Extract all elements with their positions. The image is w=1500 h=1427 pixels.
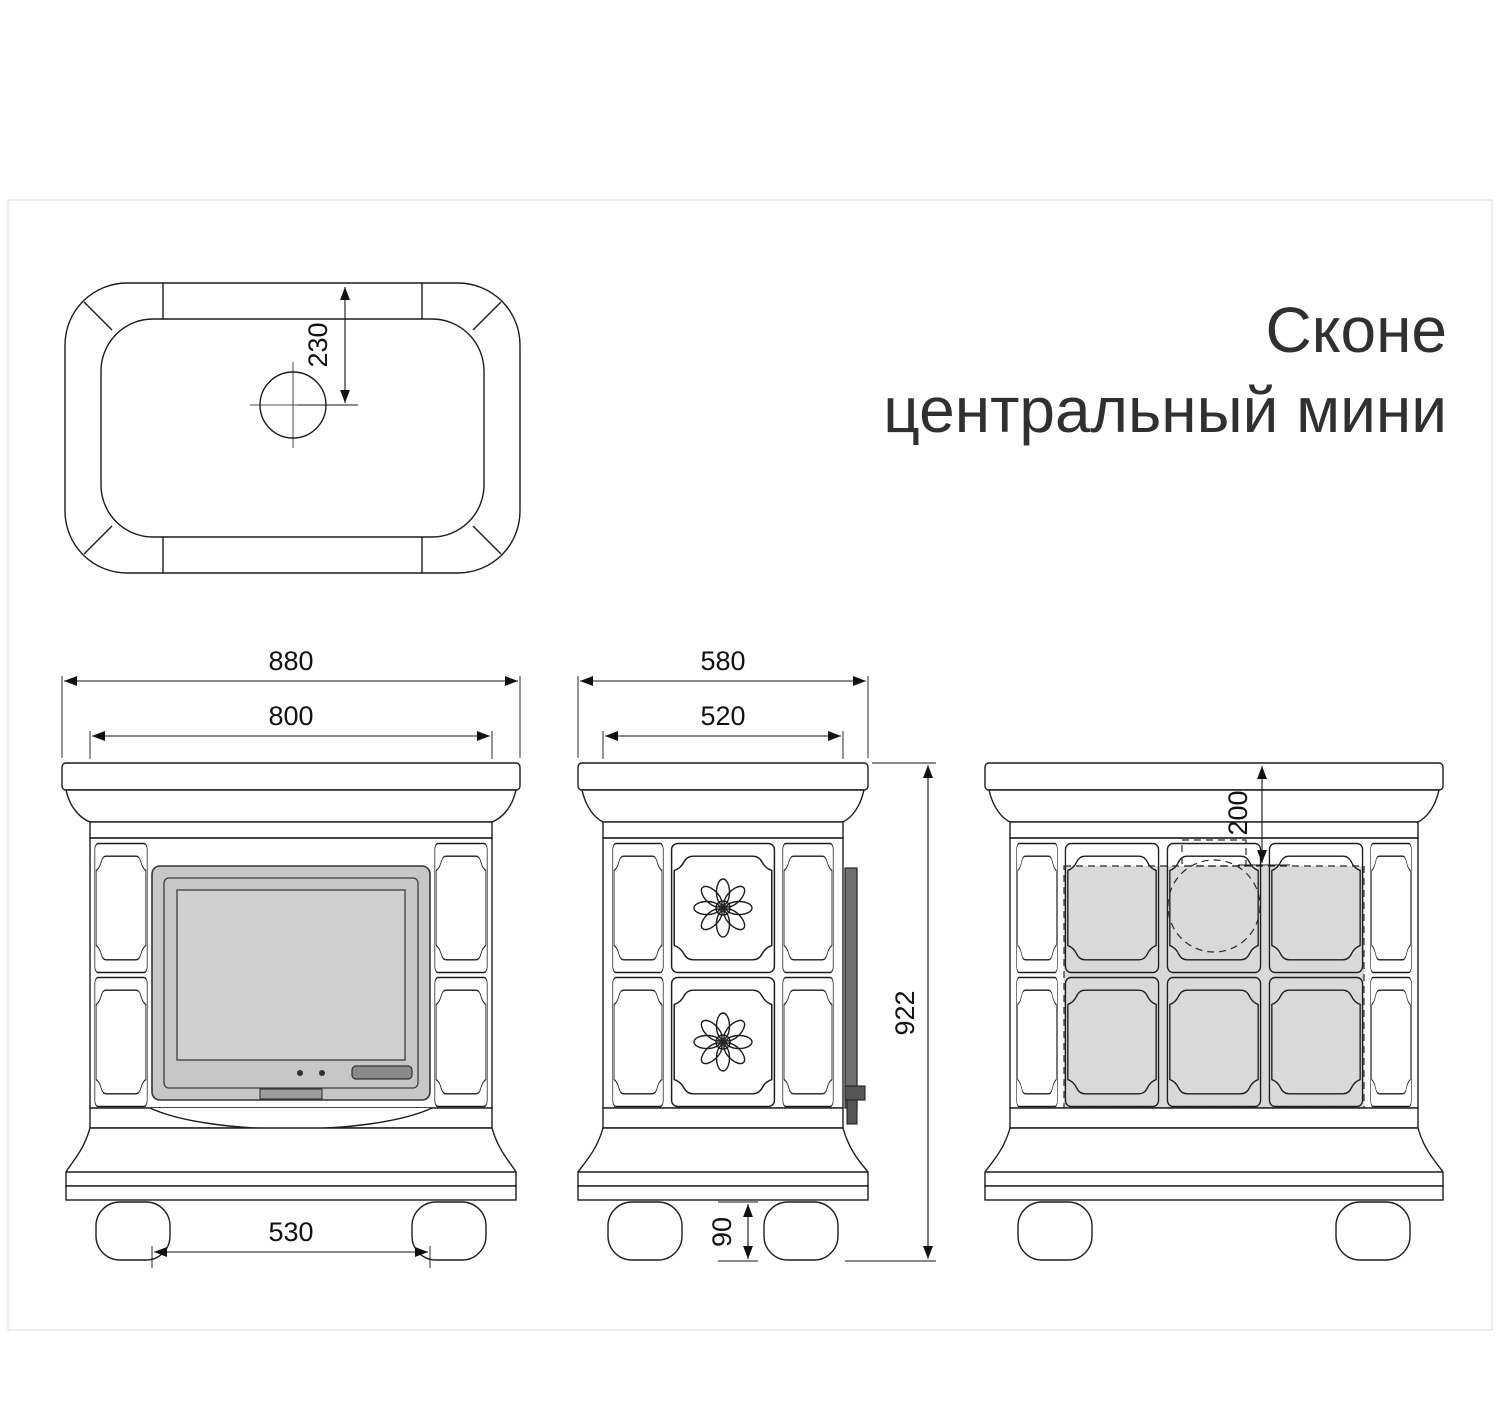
side-view: 580 520 xyxy=(577,646,936,1262)
title-block: Сконе центральный мини xyxy=(883,294,1447,446)
side-cornice-cove xyxy=(581,789,865,823)
back-plinth xyxy=(984,1185,1444,1201)
side-foot-back xyxy=(763,1201,839,1261)
dim-back-flue-offset: 200 xyxy=(1223,766,1290,866)
dim-label-230: 230 xyxy=(303,322,333,367)
back-cornice-cove xyxy=(988,789,1440,823)
dim-front-overall-width: 880 xyxy=(61,646,521,758)
dim-label-800: 800 xyxy=(268,701,313,731)
back-foot-left xyxy=(1017,1201,1093,1261)
dim-label-880: 880 xyxy=(268,646,313,676)
dim-front-firebox-width: 530 xyxy=(151,1217,431,1268)
sheet-border xyxy=(7,199,1493,1331)
side-cornice-slab xyxy=(577,762,869,791)
dim-foot-height: 90 xyxy=(707,1201,758,1262)
side-foot-front xyxy=(607,1201,683,1261)
dim-side-overall-depth: 580 xyxy=(577,646,869,758)
front-view: 880 800 xyxy=(61,646,521,1268)
dim-plan-flue-offset: 230 xyxy=(297,287,358,406)
front-cornice-slab xyxy=(61,762,521,791)
side-base-flare xyxy=(577,1127,869,1187)
back-flue-circle xyxy=(1167,859,1261,953)
dim-front-body-width: 800 xyxy=(89,701,493,759)
front-base-flare xyxy=(65,1127,517,1187)
dim-label-580: 580 xyxy=(700,646,745,676)
dim-label-200: 200 xyxy=(1223,790,1253,835)
insert-handle xyxy=(351,1065,413,1080)
back-base-band xyxy=(1009,1107,1419,1129)
front-foot-left xyxy=(95,1201,171,1261)
dim-label-520: 520 xyxy=(700,701,745,731)
front-cornice-cove xyxy=(65,789,517,823)
dim-label-922: 922 xyxy=(890,990,920,1035)
dim-label-90: 90 xyxy=(707,1217,737,1247)
insert-knob xyxy=(319,1070,325,1076)
back-cornice-slab xyxy=(984,762,1444,791)
insert-vent xyxy=(259,1088,323,1100)
front-cornice-band xyxy=(89,821,493,839)
title-line-2: центральный мини xyxy=(883,374,1447,446)
side-cornice-band xyxy=(602,821,844,839)
front-foot-right xyxy=(411,1201,487,1261)
insert-knob xyxy=(297,1070,303,1076)
dim-side-body-depth: 520 xyxy=(602,701,844,759)
title-line-1: Сконе xyxy=(1266,294,1447,366)
door-hinge-bar xyxy=(844,867,866,1125)
back-base-flare xyxy=(984,1127,1444,1187)
insert-glass xyxy=(176,889,406,1061)
back-cornice-band xyxy=(1009,821,1419,839)
fireplace-insert xyxy=(151,865,431,1101)
front-plinth xyxy=(65,1185,517,1201)
back-foot-right xyxy=(1335,1201,1411,1261)
dim-label-530: 530 xyxy=(268,1217,313,1247)
plan-view: 230 xyxy=(64,282,521,574)
side-base-band xyxy=(602,1107,844,1129)
back-shaded-zone xyxy=(1064,866,1364,1108)
back-flue-stub xyxy=(1181,839,1247,867)
side-plinth xyxy=(577,1185,869,1201)
back-view: 200 xyxy=(984,762,1444,1261)
dim-overall-height: 922 xyxy=(845,762,936,1262)
